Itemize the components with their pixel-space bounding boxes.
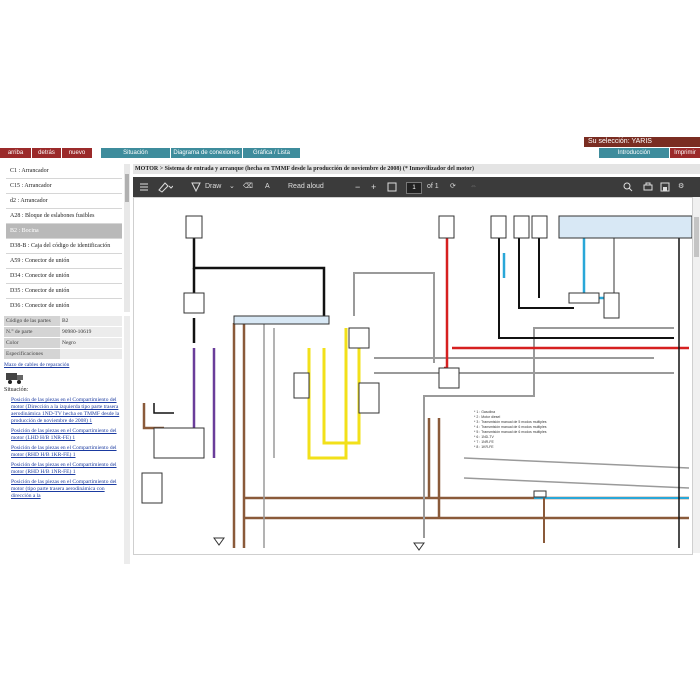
diagram-note: * 6 : 1ND-TV	[474, 435, 495, 439]
situation-link[interactable]: Posición de las piezas en el Compartimie…	[11, 428, 117, 441]
nav-up-button[interactable]: arriba	[0, 148, 31, 158]
list-item[interactable]: D34 : Conector de unión	[6, 269, 122, 284]
situation-heading: Situación:	[4, 387, 29, 393]
read-aloud-icon[interactable]: A	[265, 183, 270, 190]
selection-label: Su selección: YARIS	[584, 137, 700, 147]
list-item[interactable]: D38-B : Caja del código de identificació…	[6, 239, 122, 254]
sidebar-scrollbar[interactable]	[124, 316, 130, 564]
prop-value: Negro	[60, 338, 122, 348]
nav-back-button[interactable]: detrás	[32, 148, 61, 158]
fit-width-icon[interactable]: ⇔	[470, 183, 477, 190]
list-scrollbar[interactable]	[124, 164, 130, 312]
situation-link[interactable]: Posición de las piezas en el Compartimie…	[11, 462, 117, 475]
fit-page-icon[interactable]	[387, 177, 397, 197]
diagram-note: * 5 : Transmisión manual de 6 modos mult…	[474, 430, 547, 434]
search-icon[interactable]	[623, 177, 633, 197]
component-list: C1 : Arrancador C15 : Arrancador d2 : Ar…	[6, 164, 122, 312]
list-item[interactable]: A28 : Bloque de eslabones fusibles	[6, 209, 122, 224]
list-item[interactable]: C15 : Arrancador	[6, 179, 122, 194]
prop-value: B2	[60, 316, 122, 326]
highlight-icon[interactable]	[157, 177, 174, 197]
draw-label[interactable]: Draw	[205, 183, 222, 190]
prop-key: Especificaciones	[4, 349, 60, 359]
list-item[interactable]: C1 : Arrancador	[6, 164, 122, 179]
gear-icon[interactable]: ⚙	[678, 183, 685, 190]
list-item[interactable]: d2 : Arrancador	[6, 194, 122, 209]
prop-key: Código de las partes	[4, 316, 60, 326]
contents-icon[interactable]	[139, 177, 149, 197]
situation-link[interactable]: Posición de las piezas en el Compartimie…	[11, 397, 120, 424]
diagram-scrollbar[interactable]	[693, 197, 700, 553]
page-count: of 1	[427, 183, 439, 190]
intro-button[interactable]: Introducción	[599, 148, 669, 158]
draw-icon[interactable]	[191, 177, 201, 197]
diagram-note: * 8 : 1KR-FE	[474, 445, 494, 449]
pdf-toolbar: Draw ⌄ ⌫ A Read aloud − + 1 of 1 ⟳ ⇔ ⚙	[133, 177, 700, 197]
print-button[interactable]: Imprimir	[670, 148, 700, 158]
wiring-diagram-svg: * 1 : Gasolina * 2 : Motor diesel * 3 : …	[141, 215, 693, 551]
page-number-input[interactable]: 1	[406, 182, 422, 194]
tab-situation[interactable]: Situación	[101, 148, 170, 158]
print-icon[interactable]	[643, 177, 653, 197]
prop-key: N.° de parte	[4, 327, 60, 337]
chevron-down-icon[interactable]: ⌄	[229, 183, 235, 190]
breadcrumb: MOTOR > Sistema de entrada y arranque (h…	[133, 164, 700, 174]
prop-value: 90980-10619	[60, 327, 122, 337]
list-item[interactable]: D36 : Conector de unión	[6, 299, 122, 312]
tab-graph-list[interactable]: Gráfica / Lista	[243, 148, 300, 158]
diagram-note: * 4 : Transmisión manual de 6 modos mult…	[474, 425, 547, 429]
read-aloud-label[interactable]: Read aloud	[288, 183, 324, 190]
situation-list: Posición de las piezas en el Compartimie…	[11, 397, 121, 499]
diagram-note: * 1 : Gasolina	[474, 410, 495, 414]
scrollbar-thumb[interactable]	[694, 217, 699, 257]
tab-connection-diagram[interactable]: Diagrama de conexiones	[171, 148, 242, 158]
list-item[interactable]: D35 : Conector de unión	[6, 284, 122, 299]
diagram-note: * 2 : Motor diesel	[474, 415, 500, 419]
situation-link[interactable]: Posición de las piezas en el Compartimie…	[11, 445, 117, 458]
list-item[interactable]: A59 : Conector de unión	[6, 254, 122, 269]
save-icon[interactable]	[660, 177, 670, 197]
wiring-diagram: * 1 : Gasolina * 2 : Motor diesel * 3 : …	[133, 197, 693, 555]
rotate-icon[interactable]: ⟳	[450, 183, 456, 190]
truck-icon[interactable]	[6, 371, 24, 389]
situation-link[interactable]: Posición de las piezas en el Compartimie…	[11, 479, 117, 499]
list-item-selected[interactable]: B2 : Bocina	[6, 224, 122, 239]
diagram-note: * 7 : 1NR-FE	[474, 440, 495, 444]
zoom-out-icon[interactable]: −	[355, 182, 361, 192]
prop-value	[60, 349, 122, 359]
prop-key: Color	[4, 338, 60, 348]
eraser-icon[interactable]: ⌫	[243, 183, 253, 190]
diagram-note: * 3 : Transmisión manual de 5 modos mult…	[474, 420, 547, 424]
scrollbar-thumb[interactable]	[125, 174, 129, 202]
nav-new-button[interactable]: nuevo	[62, 148, 92, 158]
zoom-in-icon[interactable]: +	[371, 182, 377, 192]
repair-harness-link[interactable]: Mazo de cables de reparación	[4, 362, 70, 368]
